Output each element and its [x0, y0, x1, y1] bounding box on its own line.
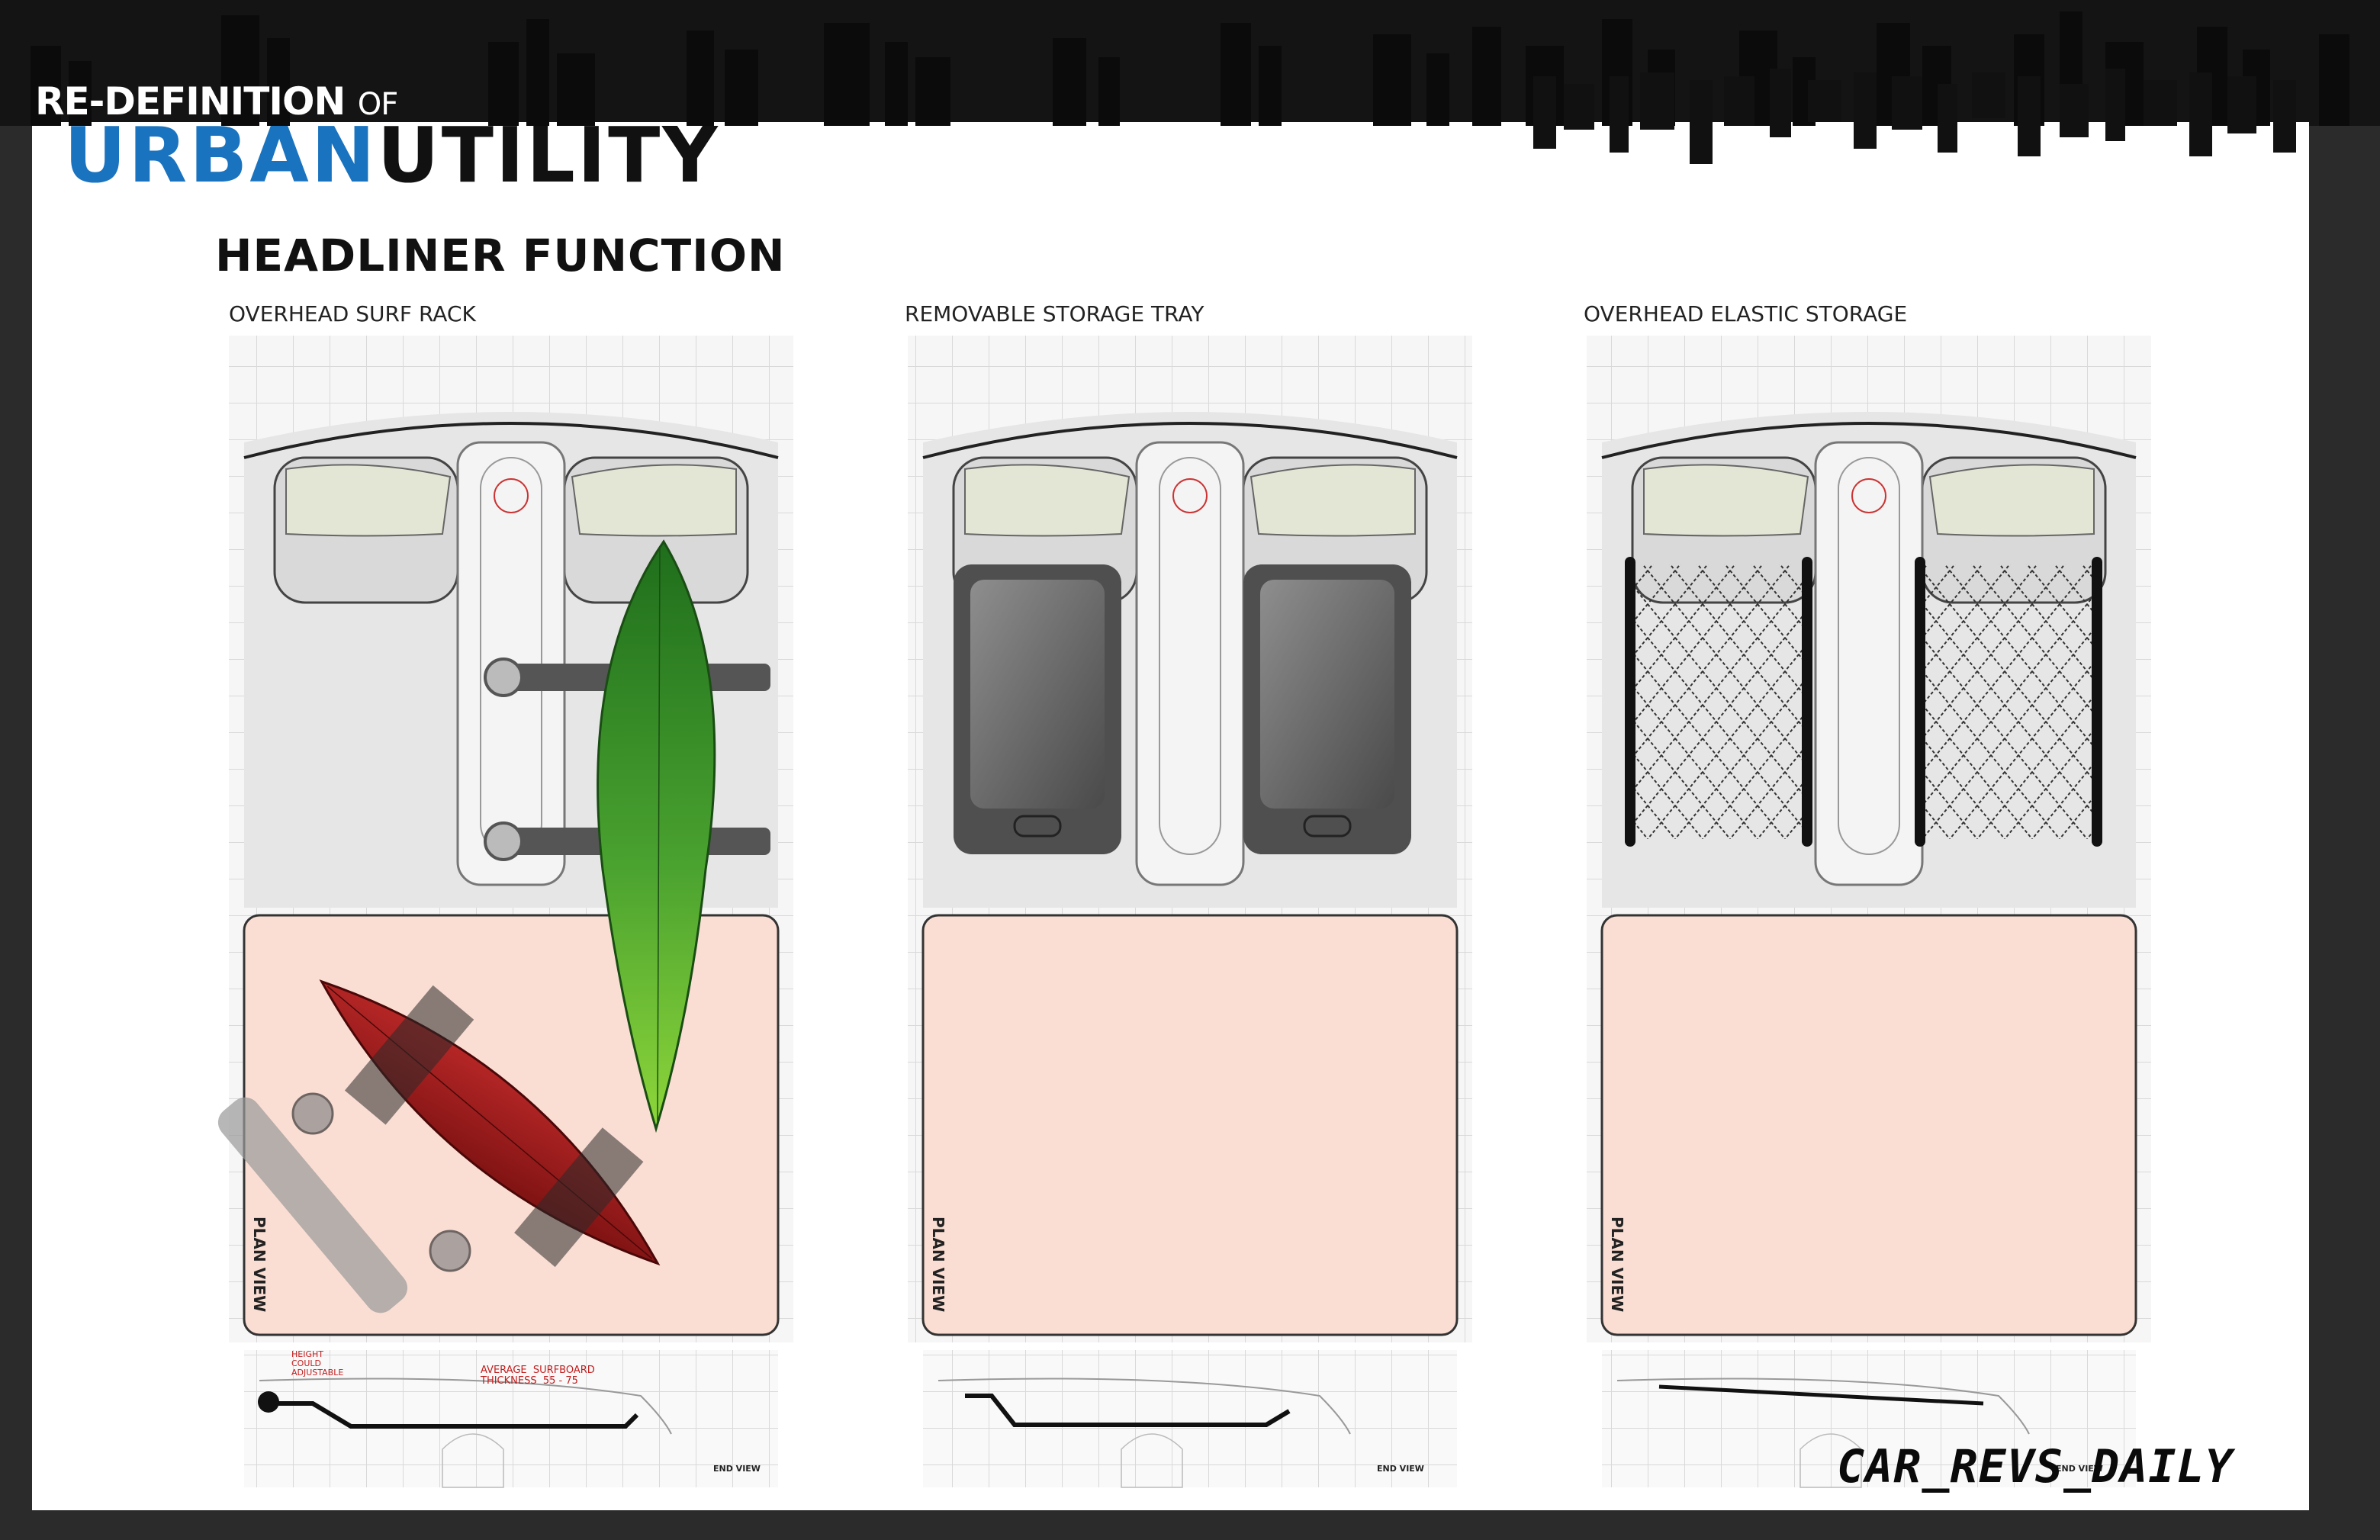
panel-title-elastic-storage: OVERHEAD ELASTIC STORAGE — [1584, 301, 1908, 326]
brand-word-utility: UTILITY — [377, 111, 720, 200]
brand-logo: URBANUTILITY — [64, 117, 720, 194]
panel-title-surf-rack: OVERHEAD SURF RACK — [229, 301, 476, 326]
brand-line1-suffix: OF — [357, 87, 398, 122]
elastic-net-right — [1922, 564, 2096, 839]
panel-title-storage-tray: REMOVABLE STORAGE TRAY — [905, 301, 1204, 326]
green-surfboard — [597, 539, 716, 1133]
panel-storage-tray — [908, 336, 1472, 1488]
plan-view-label-1: PLAN VIEW — [250, 1217, 269, 1313]
height-annotation: HEIGHT COULD ADJUSTABLE — [291, 1349, 344, 1378]
plan-view-label-3: PLAN VIEW — [1608, 1217, 1626, 1313]
section-title: HEADLINER FUNCTION — [215, 230, 786, 281]
brand-tagline: RE-DEFINITION OF — [35, 79, 398, 124]
thickness-annotation: AVERAGE SURFBOARD THICKNESS 55 - 75 — [481, 1365, 595, 1387]
plan-view-label-2: PLAN VIEW — [929, 1217, 947, 1313]
brand-word-urban: URBAN — [64, 111, 378, 200]
brand-line1: RE-DEFINITION — [35, 79, 346, 124]
end-view-label-2: END VIEW — [1377, 1464, 1424, 1474]
panel-surf-rack — [217, 336, 793, 1488]
end-view-label-1: END VIEW — [713, 1464, 761, 1474]
panel-elastic-storage — [1587, 336, 2151, 1488]
end-view-label-3: END VIEW — [2056, 1464, 2103, 1474]
elastic-net-left — [1632, 564, 1806, 839]
skyline-reflection — [1533, 69, 2296, 164]
red-surfboard — [319, 979, 661, 1268]
watermark: CAR_REVS_DAILY — [1837, 1440, 2234, 1493]
